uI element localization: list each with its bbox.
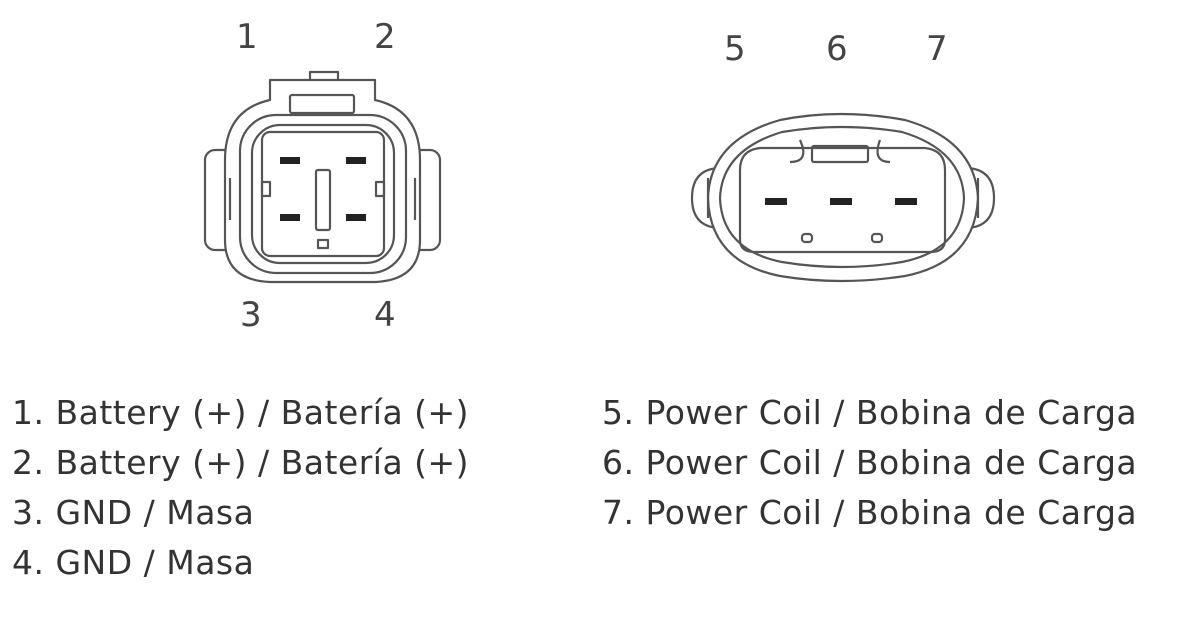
pin-label-5: 5 (724, 29, 746, 69)
legend-item-6: 6. Power Coil / Bobina de Carga (602, 443, 1138, 482)
pin-terminal-3 (280, 214, 300, 221)
pin-label-4: 4 (374, 295, 396, 335)
pin-terminal-6 (830, 198, 852, 205)
connector-4-pin (203, 70, 442, 284)
legend-item-3: 3. GND / Masa (12, 493, 255, 532)
pin-label-1: 1 (236, 17, 258, 57)
legend-item-1: 1. Battery (+) / Batería (+) (12, 393, 470, 432)
legend-left: 1. Battery (+) / Batería (+) 2. Battery … (12, 388, 469, 588)
pin-label-6: 6 (826, 29, 848, 69)
legend-right: 5. Power Coil / Bobina de Carga 6. Power… (602, 388, 1137, 538)
legend-item-5: 5. Power Coil / Bobina de Carga (602, 393, 1138, 432)
pin-label-2: 2 (374, 17, 396, 57)
legend-item-4: 4. GND / Masa (12, 543, 255, 582)
legend-item-7: 7. Power Coil / Bobina de Carga (602, 493, 1138, 532)
pin-terminal-1 (280, 157, 300, 164)
pin-terminal-7 (895, 198, 917, 205)
pin-terminal-2 (346, 157, 366, 164)
legend-item-2: 2. Battery (+) / Batería (+) (12, 443, 470, 482)
connector-3-pin (690, 112, 996, 283)
pin-label-7: 7 (926, 29, 948, 69)
pin-terminal-5 (765, 198, 787, 205)
pin-terminal-4 (346, 214, 366, 221)
pin-label-3: 3 (240, 295, 262, 335)
